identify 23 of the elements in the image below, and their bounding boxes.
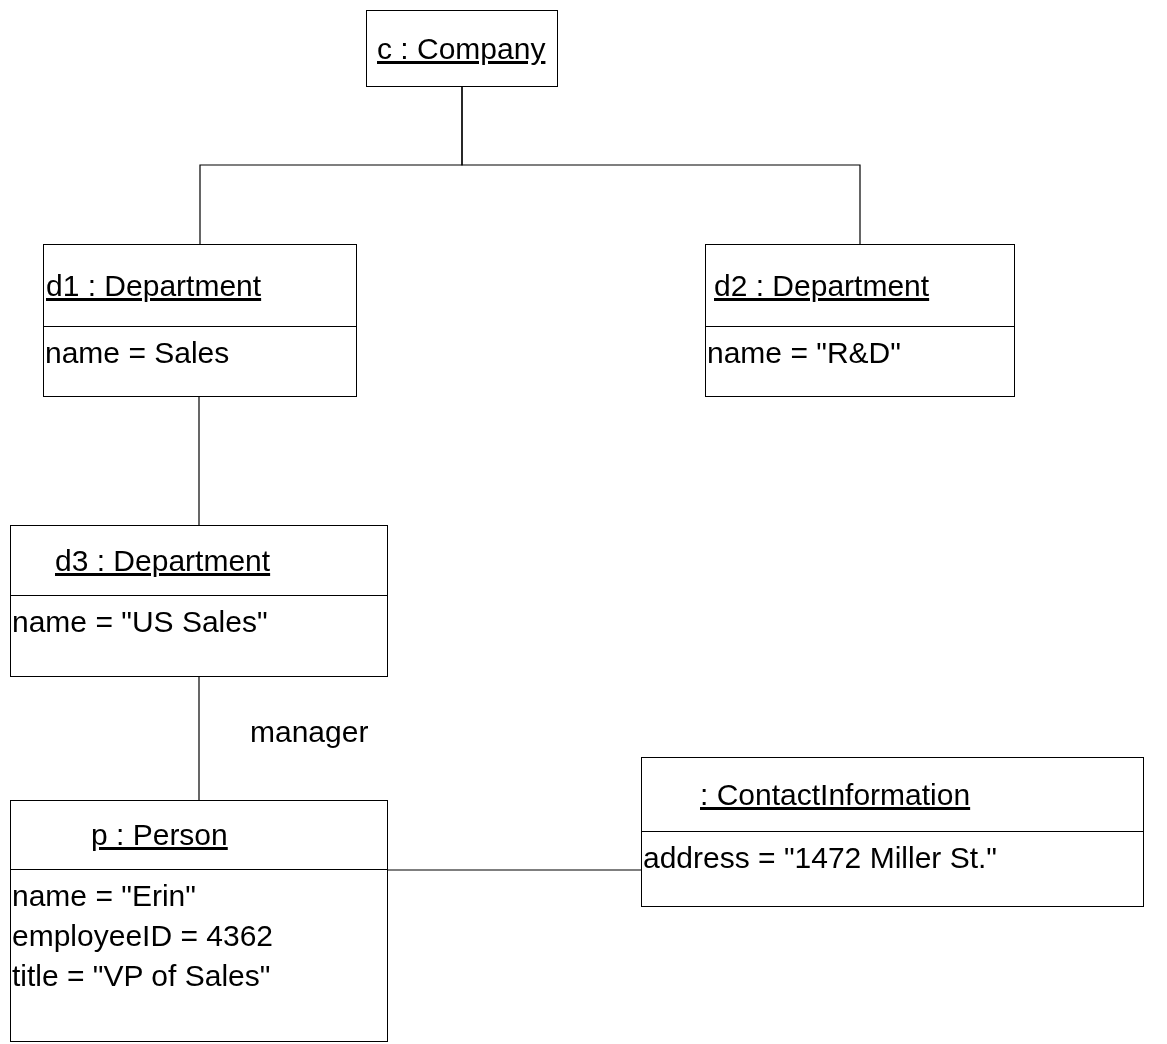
connector-line [461,86,861,245]
attribute-text: address = "1472 Miller St." [643,840,998,876]
attribute-text: name = "R&D" [707,335,902,371]
object-box [10,525,388,677]
object-box [43,244,357,397]
attribute-text: employeeID = 4362 [12,918,274,954]
attribute-text: name = Sales [45,335,231,371]
object-name: d2 : Department [714,267,930,304]
object-box [10,800,388,1042]
attribute-text: title = "VP of Sales" [12,958,272,994]
object-name: d1 : Department [46,267,262,304]
object-name: p : Person [91,817,228,853]
object-box [366,10,558,87]
object-box [641,757,1144,907]
attribute-text: name = "US Sales" [12,604,269,640]
connector-line [387,869,642,871]
object-name: d3 : Department [55,542,271,579]
object-name: c : Company [377,31,546,67]
attribute-text: name = "Erin" [12,878,197,914]
object-box [705,244,1015,397]
connector-line [198,676,200,801]
connector-line [198,396,200,526]
object-name: : ContactInformation [700,776,971,813]
